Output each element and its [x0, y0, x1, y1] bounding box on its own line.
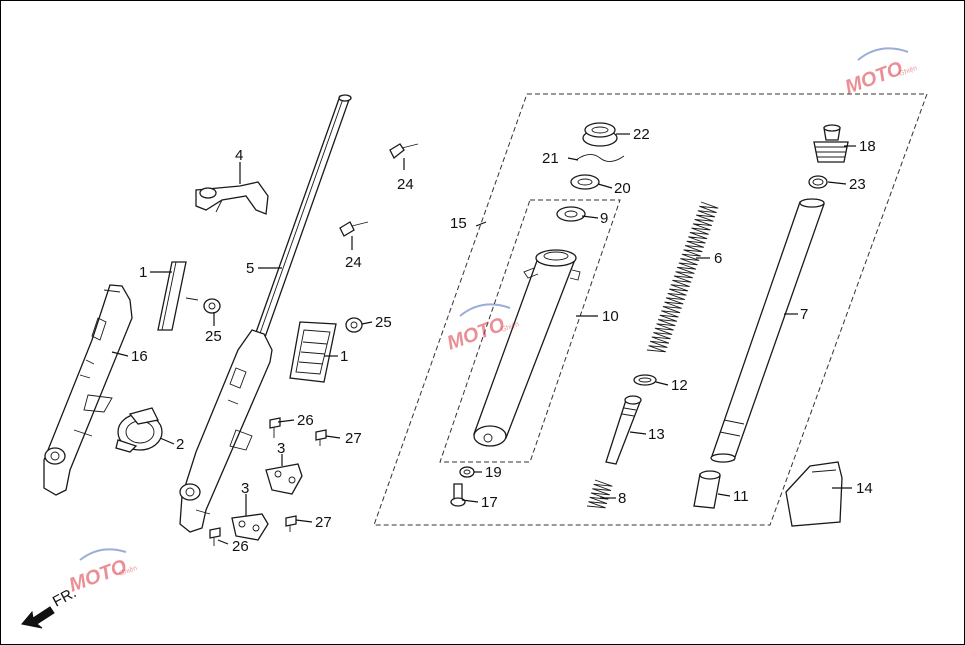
part-14-cover [785, 461, 843, 527]
part-1-pad-strip [157, 261, 199, 331]
callout-labels: 1 1 2 3 3 4 5 6 7 8 9 10 11 12 13 14 15 … [131, 126, 876, 555]
callout-15: 15 [450, 215, 467, 232]
callout-14: 14 [856, 480, 873, 497]
part-26-screw-lower [209, 527, 221, 546]
part-2-clamp [115, 407, 163, 453]
part-16-left-fork-leg [43, 284, 133, 496]
callout-8: 8 [618, 490, 626, 507]
part-12-circlip [633, 374, 657, 386]
part-11-bushing [693, 470, 721, 509]
part-20-washer [570, 174, 600, 190]
part-24-bolt-upper [389, 143, 419, 160]
part-7-inner-tube [710, 198, 825, 463]
part-25-nut-left [203, 298, 221, 314]
part-1-reflector-pad [289, 321, 337, 383]
callout-24-lower: 24 [345, 254, 362, 271]
part-5-right-fork-leg [179, 94, 352, 533]
part-6-spring [646, 201, 719, 353]
watermark-bottom-left: MOTO Ghiện [66, 548, 138, 597]
part-27-screw-upper [315, 429, 327, 446]
part-19-washer [459, 466, 475, 478]
callout-9: 9 [600, 210, 608, 227]
part-9-seal [556, 206, 586, 222]
part-10-slider-tube [473, 249, 581, 447]
part-25-nut-right [345, 317, 363, 333]
watermark-text: MOTO [842, 57, 906, 98]
part-27-screw-lower [285, 515, 297, 532]
part-8-small-spring [586, 479, 613, 509]
part-13-damper-rod [605, 395, 642, 465]
callout-24-upper: 24 [397, 176, 414, 193]
part-18-cap-bolt [813, 124, 849, 163]
callout-1-pad-strip: 1 [139, 264, 147, 281]
watermark-top-right: MOTO Ghiện [842, 47, 918, 99]
part-24-bolt-lower [339, 221, 369, 237]
callout-7: 7 [800, 306, 808, 323]
callout-26-lower: 26 [232, 538, 249, 555]
leader-lines [111, 133, 856, 545]
callout-16: 16 [131, 348, 148, 365]
callout-6: 6 [714, 250, 722, 267]
watermark-text: MOTO [444, 313, 508, 354]
front-arrow-icon [21, 606, 55, 629]
callout-19: 19 [485, 464, 502, 481]
inner-tube-assembly-outline [439, 199, 621, 463]
callout-4: 4 [235, 147, 243, 164]
callout-1-reflector: 1 [340, 348, 348, 365]
callout-27-lower: 27 [315, 514, 332, 531]
callout-25-left: 25 [205, 328, 222, 345]
part-3-bracket-upper [265, 463, 303, 495]
part-22-seal [582, 122, 618, 147]
callout-20: 20 [614, 180, 631, 197]
callout-11: 11 [733, 488, 749, 505]
callout-3-upper: 3 [277, 440, 285, 457]
callout-23: 23 [849, 176, 866, 193]
callout-26-upper: 26 [297, 412, 314, 429]
callout-17: 17 [481, 494, 498, 511]
fork-assembly-outline [373, 93, 928, 526]
callout-22: 22 [633, 126, 650, 143]
callout-21: 21 [542, 150, 559, 167]
part-3-bracket-lower [231, 513, 269, 541]
callout-10: 10 [602, 308, 619, 325]
callout-18: 18 [859, 138, 876, 155]
part-23-o-ring [808, 175, 828, 189]
callout-5: 5 [246, 260, 254, 277]
callout-27-upper: 27 [345, 430, 362, 447]
part-4-bracket [195, 181, 269, 215]
callout-2: 2 [176, 436, 184, 453]
part-26-screw-upper [269, 417, 281, 438]
callout-25-right: 25 [375, 314, 392, 331]
callout-13: 13 [648, 426, 665, 443]
callout-12: 12 [671, 377, 688, 394]
callout-3-lower: 3 [241, 480, 249, 497]
part-21-clip [575, 154, 625, 162]
part-17-bolt [450, 483, 466, 507]
